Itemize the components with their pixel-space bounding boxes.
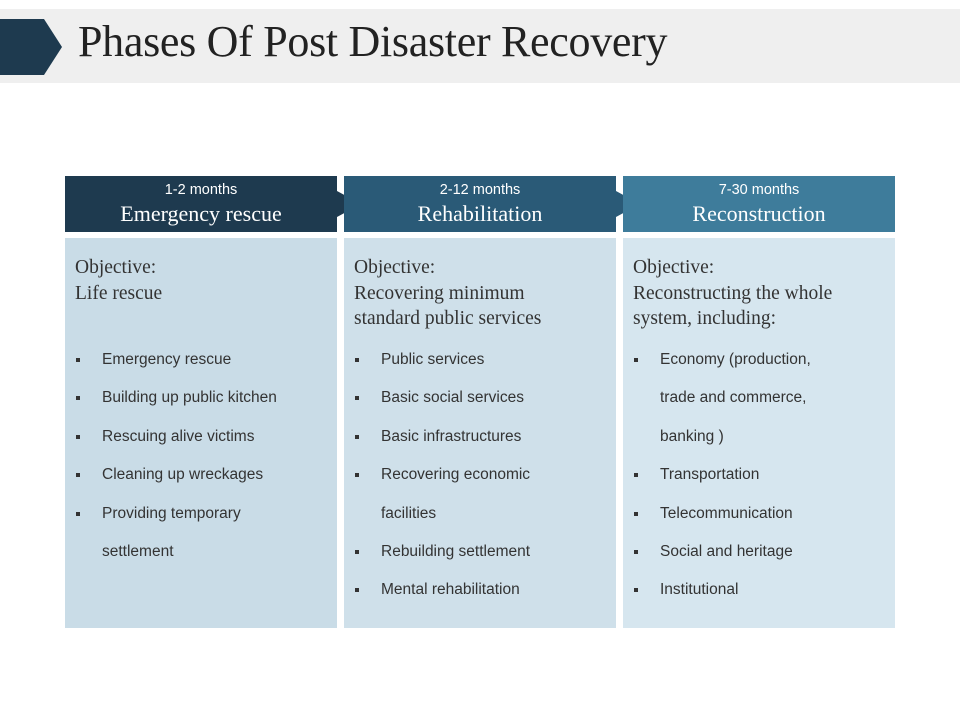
list-item: Economy (production,	[633, 341, 889, 379]
list-item: Social and heritage	[633, 533, 889, 571]
objective-line: Reconstructing the whole	[633, 282, 833, 304]
phase-duration: 1-2 months	[164, 182, 238, 198]
phase-item-list: Economy (production, trade and commerce, b…	[633, 341, 889, 610]
list-item: Recovering economic	[354, 456, 610, 494]
phase-duration: 7-30 months	[718, 182, 800, 198]
phase-name: Rehabilitation	[417, 201, 543, 226]
list-item: settlement	[102, 543, 174, 561]
list-item: trade and commerce,	[660, 389, 807, 407]
phase-panel: Objective: Reconstructing the whole system…	[623, 238, 895, 628]
list-item: Rebuilding settlement	[354, 533, 610, 571]
objective-line: Recovering minimum	[354, 282, 525, 304]
list-item: Rescuing alive victims	[75, 418, 331, 456]
objective-line: standard public services	[354, 308, 542, 329]
objective-line: system, including:	[633, 308, 776, 329]
list-item: Building up public kitchen	[75, 379, 331, 417]
list-item: Basic infrastructures	[354, 418, 610, 456]
list-item: Public services	[354, 341, 610, 379]
objective-line: Objective:	[354, 257, 436, 278]
list-item: facilities	[381, 504, 437, 522]
phase-panel: Objective: Recovering minimum standard pub…	[344, 238, 616, 628]
title-arrow-icon	[0, 19, 62, 75]
slide-title: Phases Of Post Disaster Recovery	[78, 17, 668, 66]
phase-objective: Objective: Reconstructing the whole system…	[633, 255, 887, 332]
list-item: Mental rehabilitation	[354, 571, 610, 609]
phase-objective: Objective: Recovering minimum standard pub…	[354, 255, 608, 332]
phase-duration: 2-12 months	[439, 182, 521, 198]
list-item: Transportation	[633, 456, 889, 494]
list-item: Basic social services	[354, 379, 610, 417]
list-item: Institutional	[633, 571, 889, 609]
phase-name: Reconstruction	[692, 201, 826, 226]
list-item: Emergency rescue	[75, 341, 331, 379]
objective-line: Objective:	[633, 257, 715, 278]
objective-line: Objective:	[75, 257, 157, 278]
phase-name: Emergency rescue	[120, 201, 282, 226]
list-item: banking )	[660, 427, 724, 445]
phase-objective: Objective: Life rescue	[75, 255, 329, 306]
list-item: Cleaning up wreckages	[75, 456, 331, 494]
objective-line: Life rescue	[75, 282, 163, 304]
list-item: Providing temporary	[75, 495, 331, 533]
title-bar	[0, 9, 960, 83]
list-item: Telecommunication	[633, 495, 889, 533]
